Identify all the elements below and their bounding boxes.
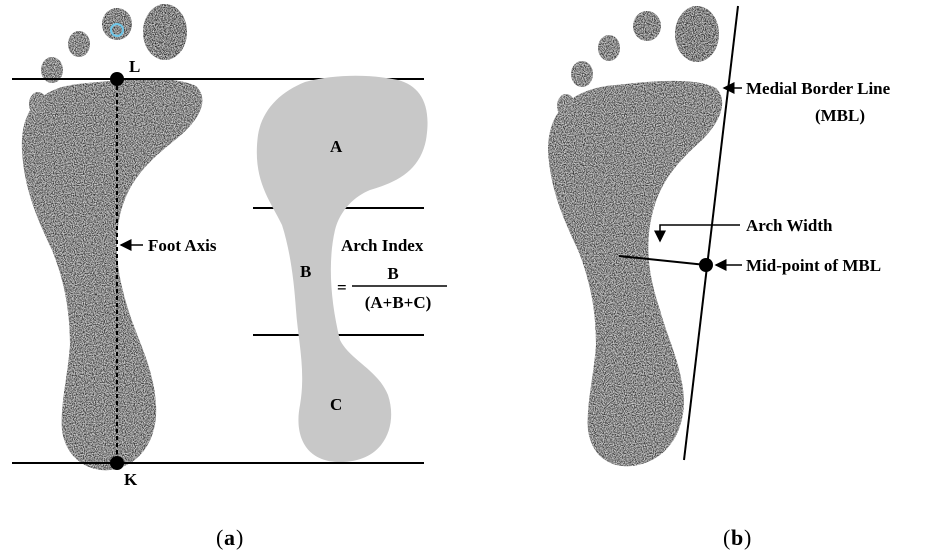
point-k-label: K: [124, 470, 138, 489]
region-a-label: A: [330, 137, 343, 156]
foot-sole-a: [22, 79, 203, 470]
caption-a-letter: a: [224, 525, 235, 550]
point-l-dot: [110, 72, 124, 86]
caption-a-open: (: [216, 525, 223, 550]
arch-width-arrow: [660, 225, 740, 241]
mbl-midpoint-dot: [699, 258, 713, 272]
point-l-label: L: [129, 57, 140, 76]
panel-a: L K Foot Axis A B C Arch Index = B (A+B+…: [12, 4, 447, 550]
foot-axis-label: Foot Axis: [148, 236, 217, 255]
mbl-label-line1: Medial Border Line: [746, 79, 891, 98]
toe-2-b: [633, 11, 661, 41]
caption-b-open: (: [723, 525, 730, 550]
caption-b-close: ): [744, 525, 751, 550]
toe-3-b: [598, 35, 620, 61]
footprint-b: [548, 6, 722, 466]
arch-width-label: Arch Width: [746, 216, 833, 235]
medial-border-line: [684, 6, 738, 460]
toe-4-b: [571, 61, 593, 87]
big-toe-b: [675, 6, 719, 62]
formula-equals: =: [337, 278, 347, 297]
mbl-label-line2: (MBL): [815, 106, 865, 125]
region-b-label: B: [300, 262, 311, 281]
formula-denominator: (A+B+C): [365, 293, 432, 312]
big-toe-a: [143, 4, 187, 60]
foot-sole-b: [548, 81, 722, 466]
region-c-label: C: [330, 395, 342, 414]
panel-b: Medial Border Line (MBL) Arch Width Mid-…: [548, 6, 891, 550]
toe-5-b: [557, 94, 575, 118]
midpoint-label: Mid-point of MBL: [746, 256, 881, 275]
formula-title: Arch Index: [341, 236, 424, 255]
toe-5-a: [29, 92, 47, 116]
toe-3-a: [68, 31, 90, 57]
formula-numerator: B: [387, 264, 398, 283]
caption-b-letter: b: [731, 525, 743, 550]
caption-a-close: ): [236, 525, 243, 550]
point-k-dot: [110, 456, 124, 470]
